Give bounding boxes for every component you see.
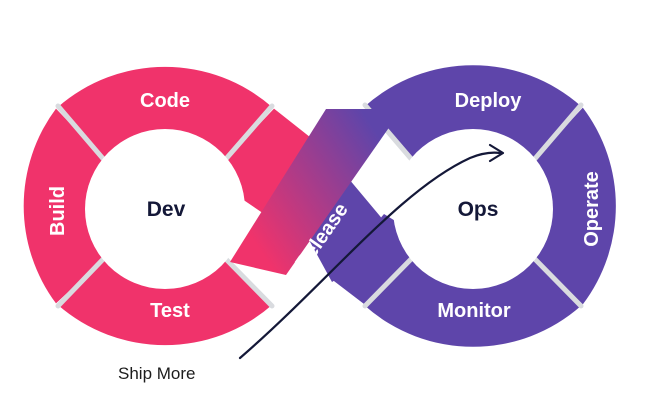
arrow-head-icon <box>488 143 505 163</box>
code-label: Code <box>140 90 190 112</box>
build-label: Build <box>47 186 69 236</box>
ops-connector-segment <box>330 214 419 304</box>
deploy-segment <box>364 65 582 168</box>
release-band <box>230 109 402 275</box>
operate-segment <box>527 107 616 305</box>
monitor-label: Monitor <box>437 300 511 322</box>
ops-loop <box>330 65 616 347</box>
dev-connector-segment <box>218 108 320 222</box>
operate-label: Operate <box>581 171 603 247</box>
dev-hub <box>85 129 245 289</box>
ops-hub <box>393 129 553 289</box>
test-segment <box>57 251 273 346</box>
dev-loop <box>23 66 320 346</box>
test-label: Test <box>150 300 190 322</box>
code-segment <box>57 66 273 168</box>
segment-dividers <box>55 102 584 309</box>
ship-more-label: Ship More <box>118 364 196 383</box>
ship-more-arrow <box>238 151 502 360</box>
build-segment <box>23 108 112 304</box>
monitor-segment <box>364 251 582 347</box>
ops-hub-label: Ops <box>458 198 499 221</box>
deploy-label: Deploy <box>455 90 523 112</box>
dev-hub-label: Dev <box>147 198 186 221</box>
